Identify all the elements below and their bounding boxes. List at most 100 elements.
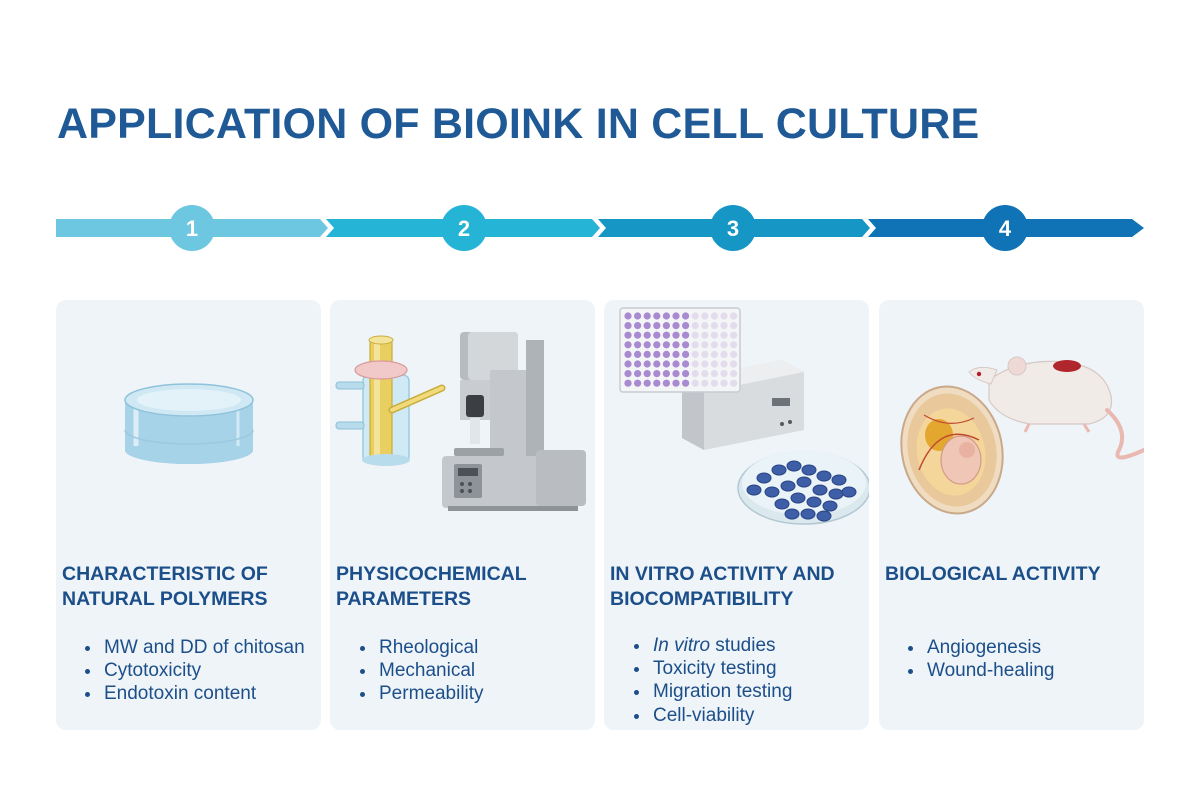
- plate-well: [653, 350, 661, 358]
- step-3-badge: 3: [710, 205, 756, 251]
- cell-colony: [764, 486, 780, 498]
- cell-colony: [790, 492, 806, 504]
- plate-well: [730, 331, 738, 339]
- cell-colony: [796, 476, 812, 488]
- plate-well: [710, 350, 718, 358]
- list-item: In vitro studies: [651, 634, 792, 657]
- card-heading: PHYSICOCHEMICAL PARAMETERS: [336, 563, 527, 610]
- card-heading: IN VITRO ACTIVITY AND BIOCOMPATIBILITY: [610, 563, 835, 610]
- plate-well: [624, 379, 632, 387]
- plate-well: [672, 312, 680, 320]
- well-plate-reader-icon: [619, 307, 869, 525]
- plate-well: [701, 360, 709, 368]
- plate-well: [643, 331, 651, 339]
- cell-colony: [746, 484, 762, 496]
- plate-well: [682, 312, 690, 320]
- card-item-list: In vitro studies Toxicity testing Migrat…: [634, 634, 792, 727]
- step-3-number: 3: [727, 216, 739, 241]
- rheometer-icon: [335, 332, 586, 511]
- list-item: Cell-viability: [651, 704, 792, 727]
- cell-colony: [828, 488, 844, 500]
- list-item: Permeability: [377, 682, 484, 705]
- plate-well: [710, 331, 718, 339]
- plate-well: [691, 379, 699, 387]
- plate-well: [682, 350, 690, 358]
- cell-colony: [816, 510, 832, 522]
- plate-well: [701, 341, 709, 349]
- card-physicochemical: PHYSICOCHEMICAL PARAMETERS Rheological M…: [330, 300, 595, 730]
- plate-well: [634, 322, 642, 330]
- plate-well: [634, 350, 642, 358]
- plate-well: [701, 370, 709, 378]
- plate-well: [624, 322, 632, 330]
- cell-colony: [780, 480, 796, 492]
- plate-well: [653, 312, 661, 320]
- plate-well: [720, 322, 728, 330]
- plate-well: [653, 322, 661, 330]
- plate-well: [672, 341, 680, 349]
- cell-colony: [784, 508, 800, 520]
- card-item-list: MW and DD of chitosan Cytotoxicity Endot…: [85, 636, 305, 706]
- plate-well: [662, 370, 670, 378]
- step-timeline: 1 2 3 4: [56, 205, 1144, 251]
- list-item: Toxicity testing: [651, 657, 792, 680]
- list-item: Migration testing: [651, 680, 792, 703]
- plate-well: [691, 370, 699, 378]
- cell-colony: [822, 500, 838, 512]
- plate-well: [682, 360, 690, 368]
- plate-well: [710, 312, 718, 320]
- plate-well: [730, 350, 738, 358]
- list-item: Wound-healing: [925, 659, 1054, 682]
- plate-well: [730, 360, 738, 368]
- cell-colony: [801, 464, 817, 476]
- plate-well: [672, 350, 680, 358]
- plate-well: [720, 379, 728, 387]
- plate-well: [653, 331, 661, 339]
- plate-well: [643, 360, 651, 368]
- hydrogel-disc-icon: [124, 383, 254, 464]
- cell-colony: [800, 508, 816, 520]
- plate-well: [672, 360, 680, 368]
- cell-colony: [756, 472, 772, 484]
- cell-colony: [841, 486, 857, 498]
- list-item: Endotoxin content: [102, 682, 305, 705]
- step-2-badge: 2: [441, 205, 487, 251]
- plate-well: [701, 350, 709, 358]
- plate-well: [634, 341, 642, 349]
- plate-well: [720, 370, 728, 378]
- list-item: Rheological: [377, 636, 484, 659]
- plate-well: [710, 322, 718, 330]
- card-item-list: Angiogenesis Wound-healing: [908, 636, 1054, 682]
- cell-colony: [831, 474, 847, 486]
- plate-well: [691, 360, 699, 368]
- plate-well: [710, 341, 718, 349]
- plate-well: [730, 322, 738, 330]
- plate-well: [720, 312, 728, 320]
- plate-well: [701, 331, 709, 339]
- plate-well: [720, 360, 728, 368]
- plate-well: [672, 379, 680, 387]
- plate-well: [701, 322, 709, 330]
- list-item: Mechanical: [377, 659, 484, 682]
- plate-well: [691, 322, 699, 330]
- plate-well: [730, 379, 738, 387]
- plate-well: [682, 370, 690, 378]
- timeline-arrow: [56, 219, 1144, 237]
- plate-well: [730, 370, 738, 378]
- plate-well: [662, 312, 670, 320]
- plate-well: [624, 312, 632, 320]
- plate-well: [730, 341, 738, 349]
- card-heading: BIOLOGICAL ACTIVITY: [885, 563, 1101, 585]
- card-natural-polymers: CHARACTERISTIC OF NATURAL POLYMERS MW an…: [56, 300, 321, 730]
- plate-well: [662, 322, 670, 330]
- plate-well: [720, 350, 728, 358]
- plate-well: [691, 331, 699, 339]
- cell-colony: [771, 464, 787, 476]
- plate-well: [634, 379, 642, 387]
- step-1-number: 1: [186, 216, 198, 241]
- plate-well: [730, 312, 738, 320]
- plate-well: [662, 360, 670, 368]
- plate-well: [653, 370, 661, 378]
- card-heading: CHARACTERISTIC OF NATURAL POLYMERS: [62, 563, 268, 610]
- plate-well: [691, 312, 699, 320]
